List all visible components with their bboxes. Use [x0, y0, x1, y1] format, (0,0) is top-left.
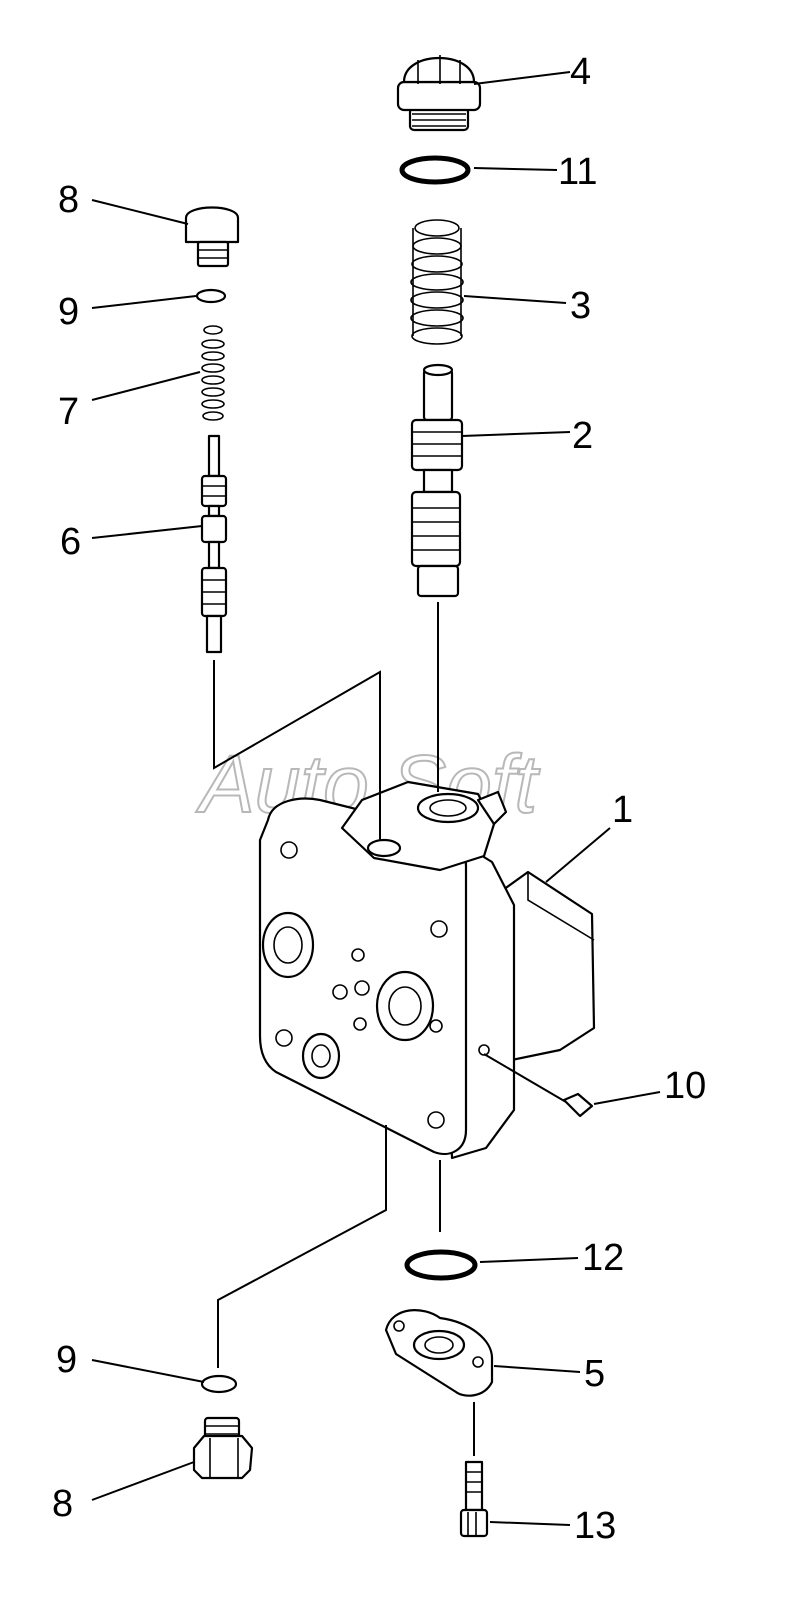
label-6: 6	[60, 521, 81, 563]
part-2-spool	[410, 363, 464, 598]
part-5-flange	[384, 1309, 494, 1397]
part-10-plug	[562, 1092, 594, 1118]
part-7-spring	[201, 325, 225, 421]
label-8-top: 8	[58, 179, 79, 221]
label-1: 1	[612, 789, 633, 831]
part-3-spring	[410, 219, 464, 345]
label-2: 2	[572, 415, 593, 457]
part-8-bottom-plug	[192, 1416, 254, 1480]
label-10: 10	[664, 1065, 706, 1107]
label-9-top: 9	[58, 291, 79, 333]
part-9-bottom-ring	[200, 1374, 238, 1394]
part-12-o-ring	[404, 1249, 478, 1281]
part-9-top-ring	[195, 288, 227, 304]
part-6-spool	[200, 434, 228, 654]
label-4: 4	[570, 51, 591, 93]
assembly-lines	[213, 602, 567, 1456]
label-3: 3	[570, 285, 591, 327]
part-4-plug	[396, 55, 482, 132]
label-13: 13	[574, 1505, 616, 1547]
label-12: 12	[582, 1237, 624, 1279]
part-13-bolt	[459, 1460, 489, 1538]
part-1-valve-body	[258, 780, 596, 1160]
part-11-o-ring	[399, 155, 471, 185]
label-11: 11	[558, 151, 597, 193]
label-9-bottom: 9	[56, 1339, 77, 1381]
label-5: 5	[584, 1353, 605, 1395]
label-7: 7	[58, 391, 79, 433]
part-8-top-plug	[184, 206, 240, 268]
leader-lines	[91, 71, 661, 1526]
label-8-bottom: 8	[52, 1483, 73, 1525]
